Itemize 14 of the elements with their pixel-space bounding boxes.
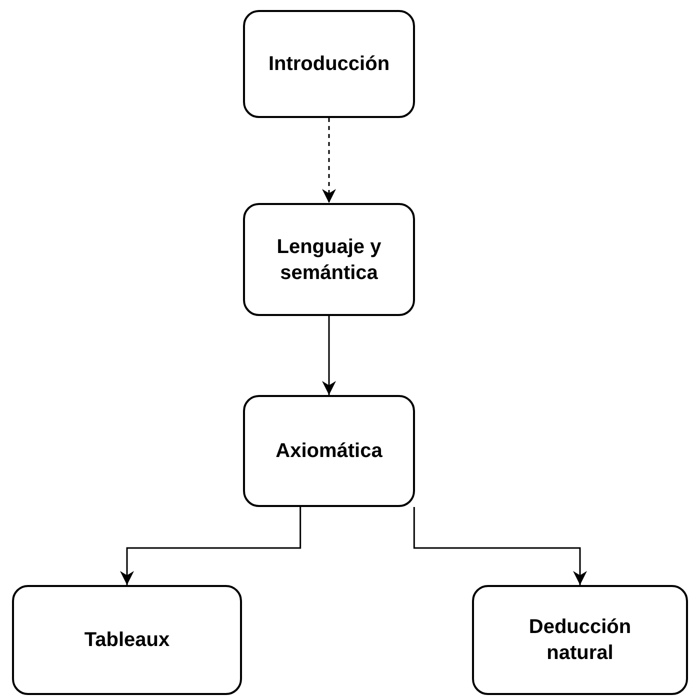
process-box [243,10,415,118]
process-box [243,395,415,507]
arrow [413,507,587,585]
process-box [12,585,242,695]
arrow [322,118,336,203]
arrow [322,316,336,395]
box-label: Introducción [268,52,390,77]
box-label: Axiomática [276,439,382,464]
box-label: Tableaux [84,628,170,653]
process-box [472,585,688,695]
box-label: Lenguaje y semántica [276,234,382,286]
box-label: Deducción natural [528,615,632,666]
process-box [243,203,415,316]
arrow [120,507,302,585]
